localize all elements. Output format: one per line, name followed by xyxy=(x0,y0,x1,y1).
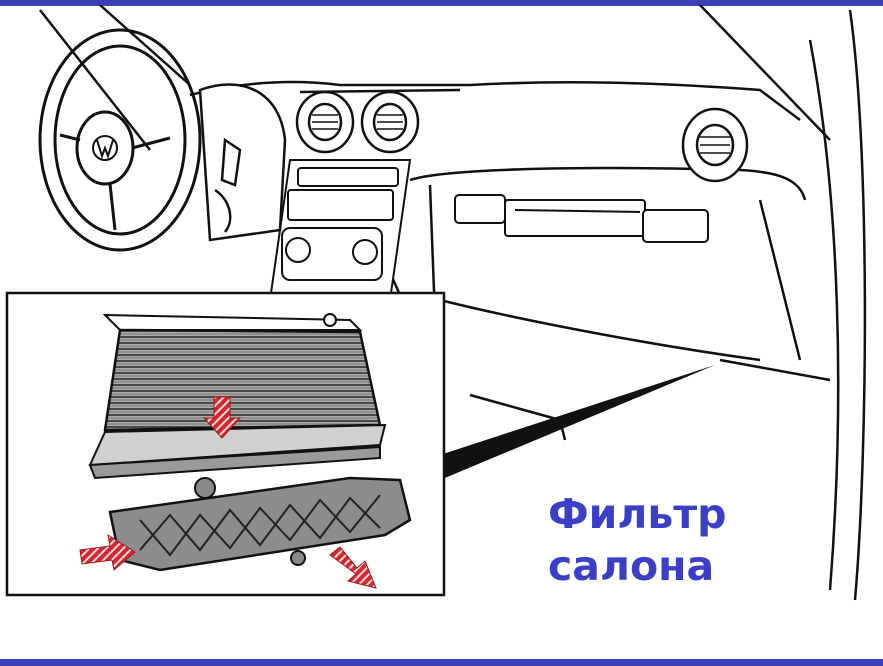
vent-louvres xyxy=(312,114,730,154)
right-arrow-icon xyxy=(79,533,136,571)
down-right-arrow-icon xyxy=(329,546,377,589)
instrument-cluster xyxy=(198,83,287,242)
glovebox-latch xyxy=(454,194,709,243)
bottom-frame-bar xyxy=(0,659,883,666)
vw-logo-icon xyxy=(92,135,118,161)
caption-line-1: Фильтр xyxy=(548,490,727,538)
cabin-filter xyxy=(88,313,387,499)
windshield-frame xyxy=(39,4,867,601)
down-arrow-icon xyxy=(202,396,242,439)
filter-housing-cover xyxy=(108,476,412,572)
callout-pointer xyxy=(440,365,715,480)
steering-wheel xyxy=(38,28,202,252)
center-console xyxy=(268,159,412,301)
caption-line-2: салона xyxy=(548,542,715,590)
diagram-caption: Фильтр салона xyxy=(548,488,748,592)
top-frame-bar xyxy=(0,0,883,6)
